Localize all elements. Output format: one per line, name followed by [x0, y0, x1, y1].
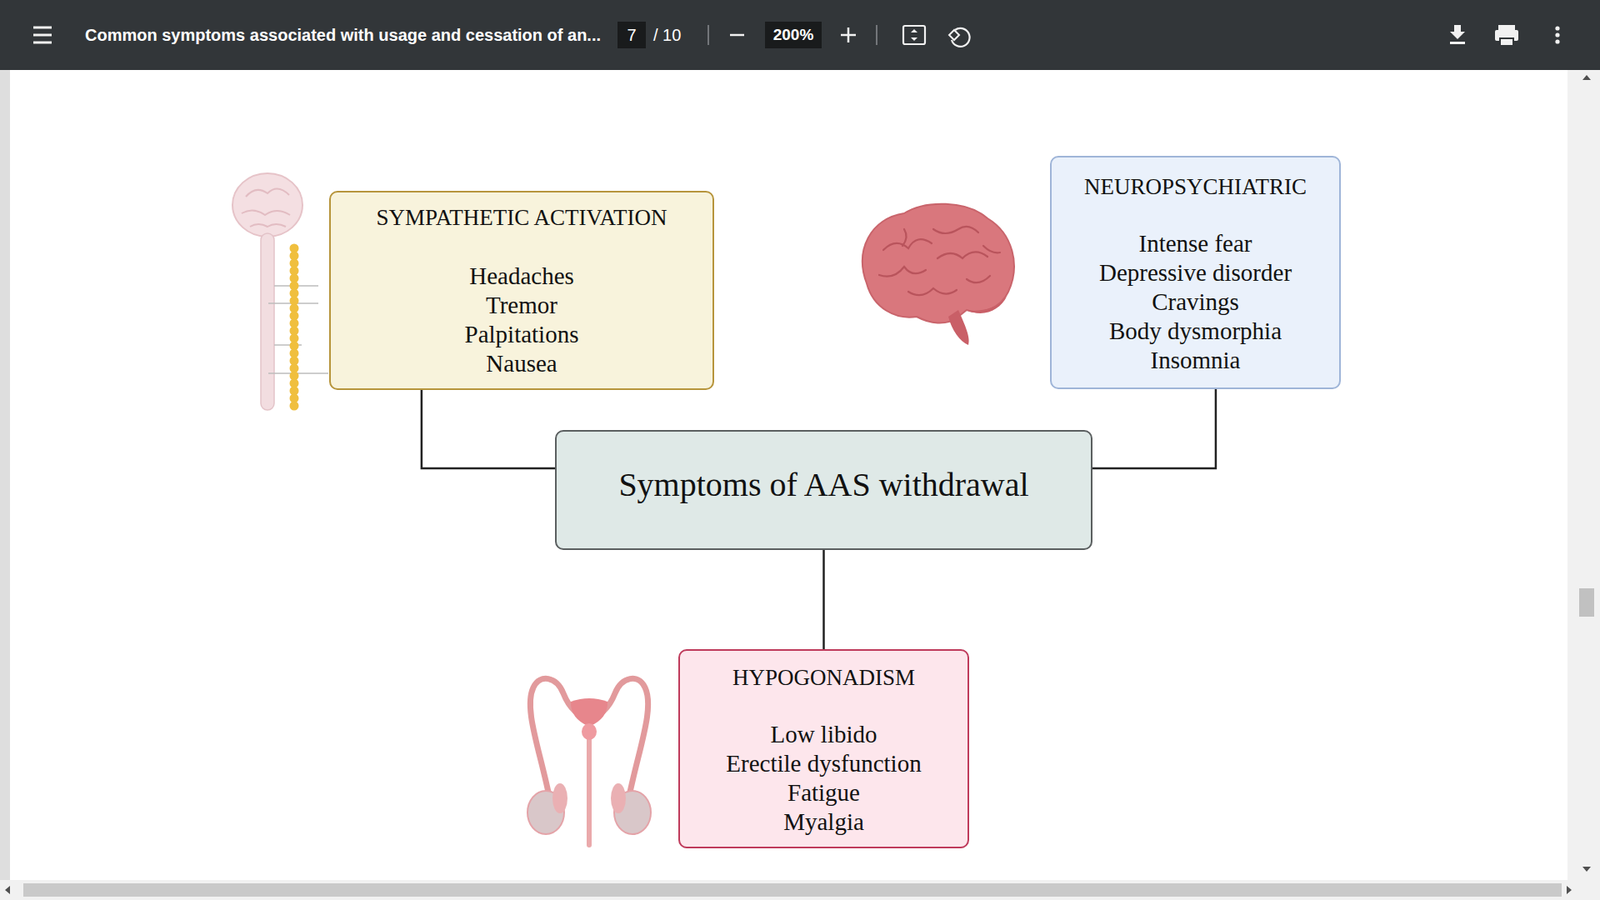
more-icon [1555, 25, 1560, 44]
print-icon [1495, 25, 1519, 45]
zoom-level: 200% [773, 25, 815, 45]
separator [707, 25, 710, 45]
connector-line [1092, 389, 1216, 469]
scroll-thumb [23, 883, 1562, 897]
symptom-item: Myalgia [783, 807, 865, 837]
scroll-arrows [1582, 75, 1591, 872]
zoom-out-icon [730, 34, 745, 37]
separator [875, 25, 878, 45]
rotate-icon [949, 28, 970, 47]
page-number: 7 [626, 25, 636, 45]
scroll-thumb [1579, 588, 1595, 617]
fit-page-icon [903, 25, 925, 45]
symptom-item: Nausea [485, 349, 557, 379]
symptom-item: Body dysmorphia [1109, 316, 1282, 346]
scroll-arrows [5, 885, 1572, 895]
menu-icon [33, 27, 52, 43]
brain-illustration [862, 204, 1015, 345]
symptom-item: Tremor [485, 290, 558, 320]
zoom-field [765, 21, 822, 49]
symptom-item: Cravings [1151, 287, 1240, 317]
horizontal-scrollbar [0, 880, 1600, 900]
document-title: Common symptoms associated with usage an… [85, 25, 601, 45]
zoom-in-icon [840, 27, 856, 43]
connector-line [421, 390, 555, 469]
symptom-item: Low libido [770, 720, 877, 750]
box-heading: HYPOGONADISM [732, 664, 915, 692]
download-icon [1450, 25, 1465, 45]
connector-line [822, 550, 825, 650]
page-count: / 10 [653, 25, 681, 45]
central-box: Symptoms of AAS withdrawal [555, 430, 1093, 550]
symptom-item: Palpitations [465, 320, 580, 350]
spinal-cord-illustration [232, 173, 329, 410]
symptom-item: Erectile dysfunction [725, 749, 921, 779]
central-title: Symptoms of AAS withdrawal [618, 465, 1029, 505]
category-box: SYMPATHETIC ACTIVATION HeadachesTremorPal… [329, 190, 715, 390]
symptom-item: Headaches [469, 261, 575, 291]
category-box: NEUROPSYCHIATRIC Intense fearDepressive d… [1050, 155, 1341, 390]
pdf-page [10, 70, 1568, 880]
symptom-item: Fatigue [787, 778, 860, 808]
toolbar [0, 0, 1600, 70]
symptom-item: Intense fear [1138, 229, 1252, 259]
box-heading: SYMPATHETIC ACTIVATION [376, 204, 668, 232]
reproductive-illustration [527, 678, 651, 845]
symptom-item: Insomnia [1150, 345, 1241, 375]
symptom-item: Depressive disorder [1099, 258, 1292, 288]
vertical-scrollbar [1567, 70, 1600, 880]
category-box: HYPOGONADISM Low libidoErectile dysfuncti… [678, 649, 970, 849]
page-number-field [617, 21, 646, 49]
box-heading: NEUROPSYCHIATRIC [1084, 173, 1307, 201]
